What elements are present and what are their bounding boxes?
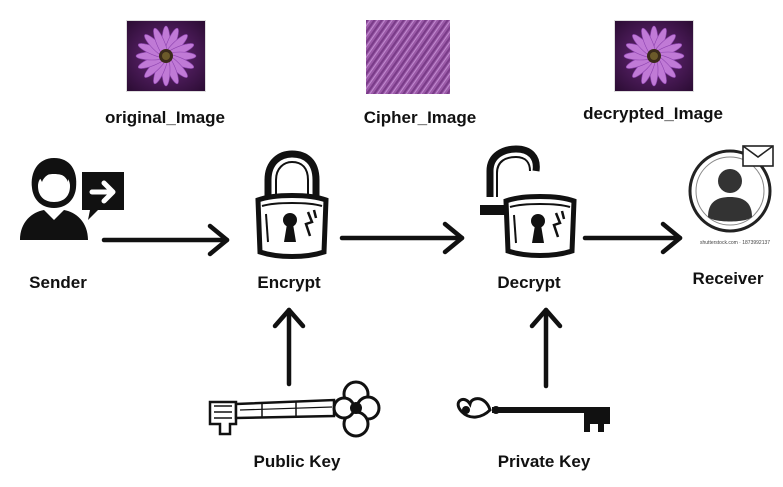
encrypt-label: Encrypt <box>257 273 321 292</box>
original-image-label: original_Image <box>105 108 225 127</box>
private-key-label: Private Key <box>497 452 591 471</box>
decrypt-label: Decrypt <box>497 273 561 292</box>
decrypted-image-label: decrypted_Image <box>583 104 723 123</box>
receiver-label: Receiver <box>692 269 764 288</box>
private-key-icon <box>452 388 614 440</box>
cipher-image-thumbnail <box>366 20 450 94</box>
arrow-private-key-to-decrypt <box>529 307 563 389</box>
public-key-icon <box>206 380 381 448</box>
mail-envelope-icon <box>742 145 774 167</box>
cipher-image-label: Cipher_Image <box>363 108 477 127</box>
unlocked-padlock-icon <box>478 145 578 258</box>
receiver-watermark: shutterstock.com · 1873992137 <box>700 240 771 246</box>
sender-label: Sender <box>29 273 87 292</box>
receiver-avatar-icon <box>686 145 778 235</box>
arrow-sender-to-encrypt <box>101 223 230 257</box>
locked-padlock-icon <box>254 150 330 262</box>
arrow-decrypt-to-receiver <box>582 221 683 255</box>
decrypted-image-thumbnail <box>614 20 694 92</box>
arrow-encrypt-to-decrypt <box>339 221 465 255</box>
sender-icon <box>20 152 130 242</box>
public-key-label: Public Key <box>253 452 341 471</box>
arrow-public-key-to-encrypt <box>272 307 306 387</box>
original-image-thumbnail <box>126 20 206 92</box>
